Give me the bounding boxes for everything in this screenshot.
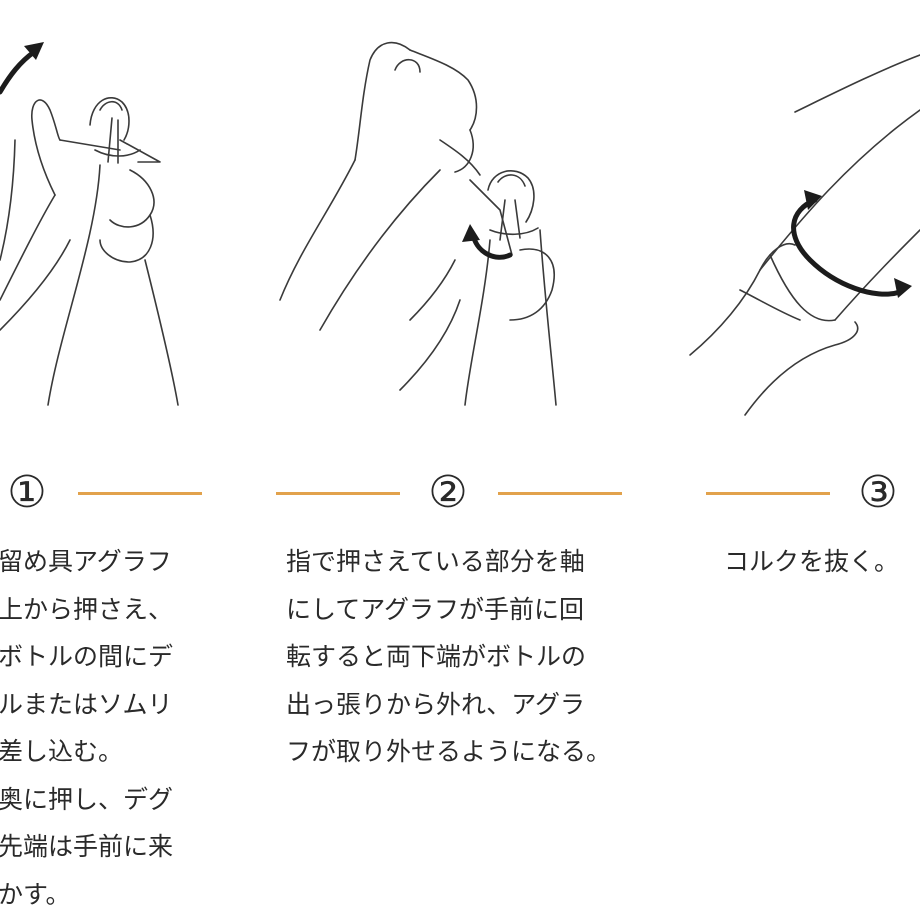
- step-1-line: 先端は手前に来: [0, 832, 174, 861]
- step-2-line: 指で押さえている部分を軸: [286, 547, 585, 576]
- step-description-3: コルクを抜く。: [724, 538, 899, 586]
- step-1-line: ボトルの間にデ: [0, 642, 174, 671]
- step-2-line: 出っ張りから外れ、アグラ: [286, 689, 586, 719]
- step-divider-2-right: [498, 492, 622, 495]
- curved-arrow-icon: [0, 42, 44, 95]
- step-divider-2-left: [276, 492, 400, 495]
- step-3-line: コルクを抜く。: [724, 547, 900, 576]
- step-number-1: ①: [7, 467, 47, 518]
- step-1-line: 奥に押し、デグ: [0, 784, 174, 814]
- step-number-3: ③: [858, 467, 898, 518]
- illustration-step-1: [0, 42, 179, 406]
- step-1-line: ルまたはソムリ: [0, 689, 173, 719]
- step-number-2: ②: [428, 467, 468, 518]
- step-1-line: 上から押さえ、: [0, 594, 174, 624]
- bottle-neck-1: [47, 164, 179, 406]
- hand-3: [689, 243, 859, 416]
- illustrations: [0, 41, 920, 416]
- step-description-1: 留め具アグラフ 上から押さえ、 ボトルの間にデ ルまたはソムリ 差し込む。 奥に…: [0, 538, 173, 918]
- step-2-line: 転すると両下端がボトルの: [286, 642, 587, 671]
- step-1-line: かす。: [0, 879, 71, 909]
- bottle-3: [759, 54, 920, 322]
- bottle-neck-2: [464, 229, 557, 406]
- illustration-step-2: [279, 41, 557, 406]
- hand-2-lower: [399, 248, 555, 391]
- cork-cage-1: [89, 97, 161, 164]
- rotate-arrow-icon: [462, 224, 513, 260]
- step-1-line: 留め具アグラフ: [0, 547, 172, 576]
- step-divider-3-left: [706, 492, 830, 495]
- hand-2-upper: [279, 41, 481, 331]
- cork-cage-2: [469, 170, 539, 256]
- step-2-line: にしてアグラフが手前に回: [286, 594, 585, 624]
- step-1-line: 差し込む。: [0, 737, 124, 766]
- hand-1: [0, 99, 155, 331]
- step-divider-1-right: [78, 492, 202, 495]
- step-description-2: 指で押さえている部分を軸 にしてアグラフが手前に回 転すると両下端がボトルの 出…: [286, 538, 611, 776]
- twist-arrow-icon: [791, 190, 912, 298]
- illustration-step-3: [689, 54, 920, 416]
- step-2-line: フが取り外せるようになる。: [286, 737, 612, 766]
